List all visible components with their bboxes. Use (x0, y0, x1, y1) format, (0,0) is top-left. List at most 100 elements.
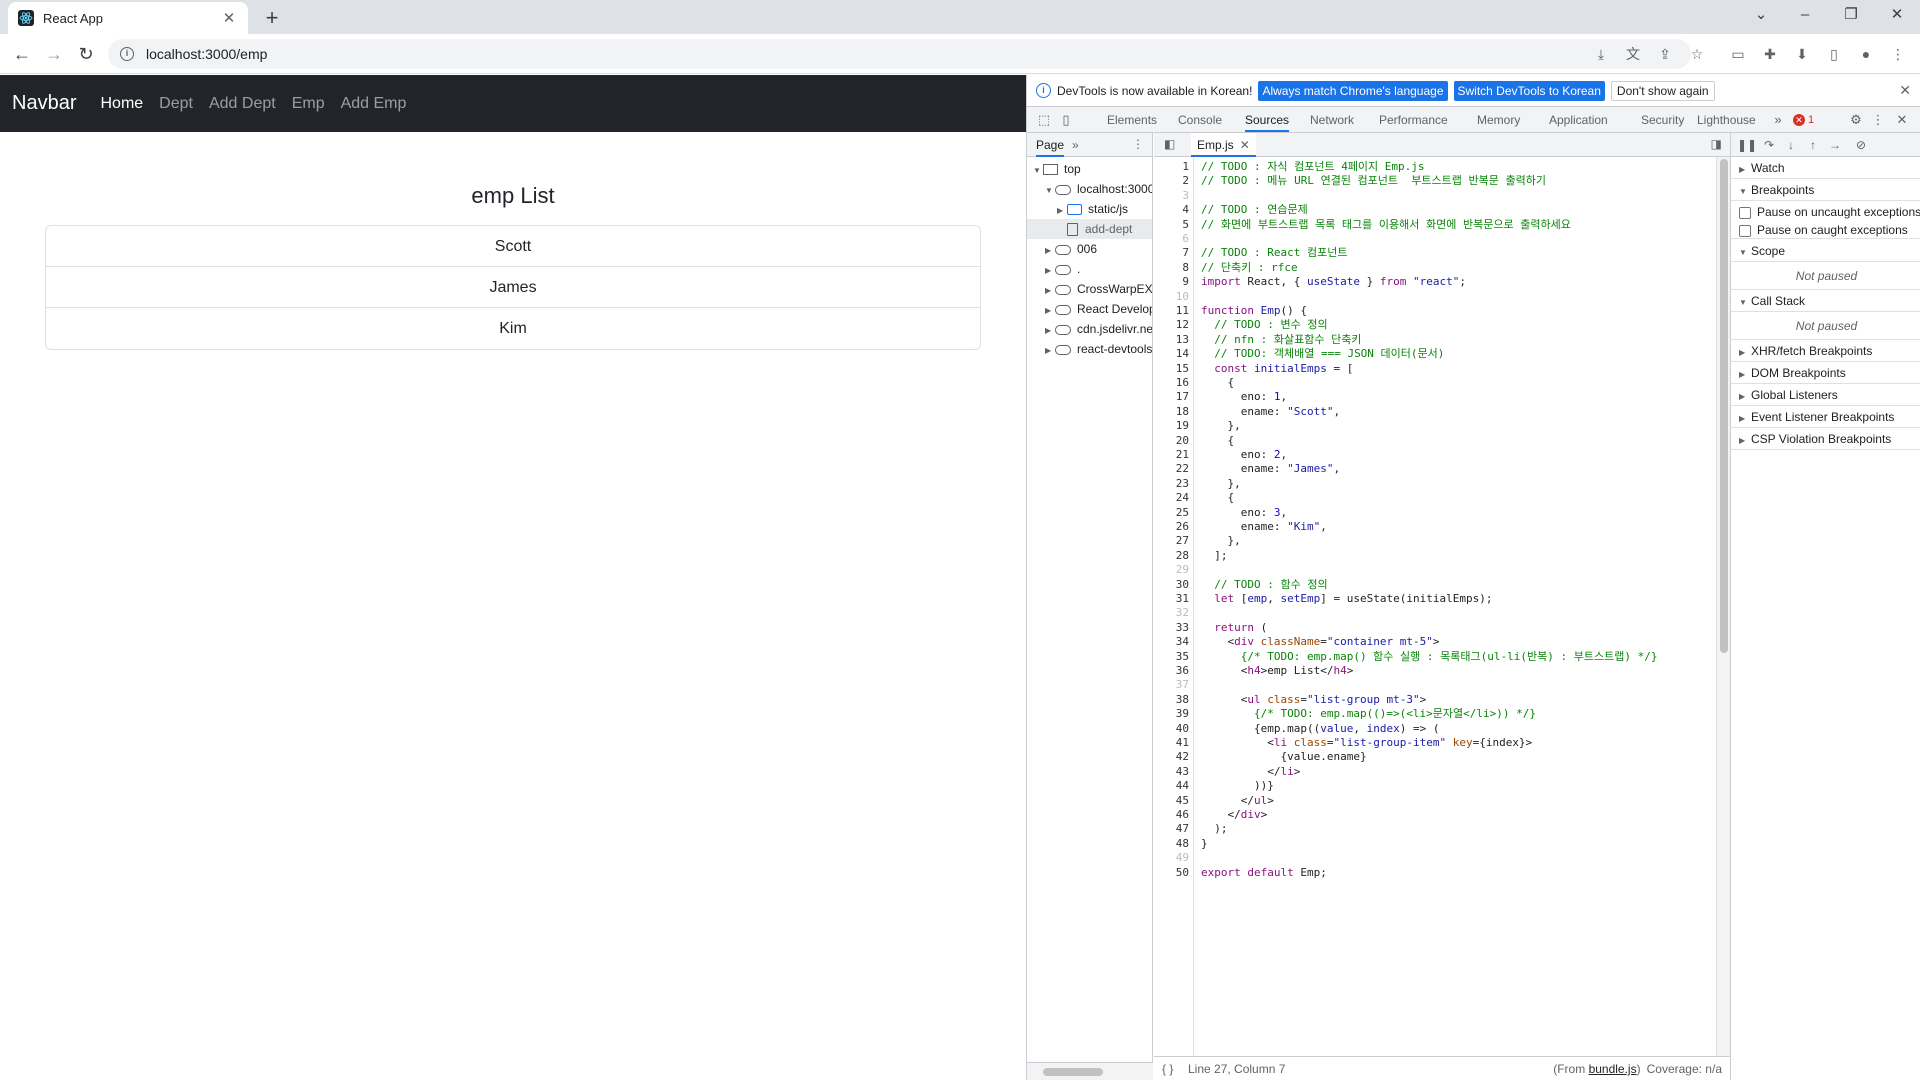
device-toolbar-icon[interactable]: ▯ (1062, 112, 1070, 127)
tree-item[interactable]: ▶React Develop (1027, 299, 1152, 319)
line-number[interactable]: 20 (1175, 433, 1189, 447)
line-number[interactable]: 25 (1175, 505, 1189, 519)
line-number[interactable]: 6 (1182, 232, 1189, 245)
expand-triangle-icon[interactable]: ▶ (1057, 206, 1064, 215)
expand-triangle-icon[interactable]: ▶ (1045, 346, 1052, 355)
toggle-debugger-icon[interactable]: ◨ (1710, 137, 1722, 151)
tree-item[interactable]: ▶CrossWarpEX (1027, 279, 1152, 299)
line-number[interactable]: 33 (1175, 620, 1189, 634)
navigator-hscrollbar[interactable] (1027, 1062, 1153, 1080)
line-number[interactable]: 19 (1175, 419, 1189, 433)
line-number[interactable]: 50 (1175, 865, 1189, 879)
expand-triangle-icon[interactable]: ▶ (1045, 246, 1052, 255)
nav-link-add-dept[interactable]: Add Dept (208, 94, 276, 112)
close-window-button[interactable]: ✕ (1890, 6, 1904, 23)
install-app-icon[interactable]: ⤓ (1597, 46, 1605, 62)
line-number[interactable]: 32 (1175, 606, 1189, 620)
line-number[interactable]: 22 (1175, 462, 1189, 476)
pause-uncaught-checkbox[interactable] (1739, 206, 1751, 219)
line-number[interactable]: 18 (1175, 404, 1189, 418)
nav-link-home[interactable]: Home (100, 94, 144, 112)
watch-pane-header[interactable]: ▶Watch (1731, 157, 1920, 179)
nav-link-add-emp[interactable]: Add Emp (340, 94, 407, 112)
navigator-tab-page[interactable]: Page (1036, 133, 1065, 157)
infobar-close-icon[interactable]: ✕ (1899, 82, 1911, 98)
error-count-badge[interactable]: ✕1 (1793, 113, 1814, 127)
site-info-icon[interactable]: i (120, 47, 134, 61)
chrome-menu-icon[interactable]: ⋮ (1891, 46, 1905, 62)
line-number[interactable]: 42 (1175, 750, 1189, 764)
navigator-menu-icon[interactable]: ⋮ (1132, 137, 1144, 151)
tree-item[interactable]: ▼top (1027, 159, 1152, 179)
line-number[interactable]: 28 (1175, 548, 1189, 562)
line-number[interactable]: 31 (1175, 592, 1189, 605)
line-number[interactable]: 24 (1175, 491, 1189, 505)
dom-breakpoints-header[interactable]: ▶DOM Breakpoints (1731, 362, 1920, 384)
tree-item[interactable]: ▶cdn.jsdelivr.ne (1027, 319, 1152, 339)
tree-item[interactable]: ▶static/js (1027, 199, 1152, 219)
deactivate-breakpoints-icon[interactable]: ⊘ (1855, 138, 1867, 152)
line-number[interactable]: 35 (1175, 649, 1189, 663)
editor-vscrollbar[interactable] (1716, 157, 1730, 1057)
tab-sources[interactable]: Sources (1245, 107, 1290, 132)
line-number[interactable]: 23 (1175, 476, 1189, 490)
pause-caught-option[interactable]: Pause on caught exceptions (1731, 221, 1920, 239)
line-number[interactable]: 36 (1175, 664, 1189, 677)
tree-item[interactable]: ▶. (1027, 259, 1152, 279)
pause-resume-icon[interactable]: ❚❚ (1737, 138, 1758, 152)
pause-caught-checkbox[interactable] (1739, 224, 1751, 237)
line-number[interactable]: 37 (1175, 678, 1189, 692)
devtools-menu-icon[interactable]: ⋮ (1871, 112, 1885, 127)
expand-triangle-icon[interactable]: ▶ (1045, 286, 1052, 295)
line-number[interactable]: 21 (1175, 448, 1189, 461)
line-number[interactable]: 46 (1175, 808, 1189, 821)
expand-triangle-icon[interactable]: ▶ (1045, 326, 1052, 335)
tab-lighthouse[interactable]: Lighthouse (1697, 113, 1756, 127)
line-number[interactable]: 17 (1175, 390, 1189, 404)
line-number[interactable]: 26 (1175, 520, 1189, 533)
downloads-icon[interactable]: ⬇ (1796, 46, 1808, 62)
close-file-tab-icon[interactable]: ✕ (1239, 138, 1250, 152)
step-out-icon[interactable]: ↑ (1810, 138, 1816, 152)
tab-console[interactable]: Console (1178, 113, 1223, 127)
tab-performance[interactable]: Performance (1379, 113, 1448, 127)
browser-tab[interactable]: React App ✕ (8, 2, 248, 34)
toggle-navigator-icon[interactable]: ◧ (1164, 137, 1176, 151)
line-number[interactable]: 5 (1182, 217, 1189, 231)
tree-item[interactable]: add-dept (1027, 219, 1152, 239)
editor-tab-emp-js[interactable]: Emp.js✕ (1191, 133, 1256, 157)
line-number[interactable]: 44 (1175, 779, 1189, 793)
expand-triangle-icon[interactable]: ▶ (1045, 306, 1052, 315)
tree-item[interactable]: ▼localhost:3000 (1027, 179, 1152, 199)
profile-avatar[interactable]: ● (1861, 46, 1871, 62)
line-number[interactable]: 4 (1182, 203, 1189, 217)
pause-uncaught-option[interactable]: Pause on uncaught exceptions (1731, 203, 1920, 221)
line-number[interactable]: 41 (1175, 736, 1189, 749)
match-language-button[interactable]: Always match Chrome's language (1258, 80, 1448, 101)
line-number[interactable]: 3 (1182, 188, 1189, 202)
translate-icon[interactable]: 文 (1626, 46, 1640, 62)
nav-link-dept[interactable]: Dept (159, 94, 193, 112)
nav-link-emp[interactable]: Emp (291, 94, 325, 112)
more-navigator-tabs-icon[interactable]: » (1072, 137, 1079, 152)
reload-button[interactable]: ↻ (78, 44, 94, 64)
line-number[interactable]: 9 (1182, 275, 1189, 289)
forward-button[interactable]: → (45, 44, 63, 64)
expand-triangle-icon[interactable]: ▶ (1045, 266, 1052, 275)
line-number[interactable]: 1 (1182, 160, 1189, 173)
tree-item[interactable]: ▶react-devtools (1027, 339, 1152, 359)
scroll-thumb[interactable] (1043, 1068, 1103, 1076)
dont-show-again-button[interactable]: Don't show again (1610, 80, 1715, 101)
line-number[interactable]: 29 (1175, 563, 1189, 577)
settings-gear-icon[interactable]: ⚙ (1850, 112, 1862, 127)
line-number[interactable]: 13 (1175, 332, 1189, 346)
call-stack-pane-header[interactable]: ▼Call Stack (1731, 290, 1920, 312)
side-panel-icon[interactable]: ▯ (1830, 46, 1838, 62)
line-number[interactable]: 16 (1175, 376, 1189, 389)
line-number[interactable]: 43 (1175, 764, 1189, 778)
line-number[interactable]: 40 (1175, 721, 1189, 735)
step-into-icon[interactable]: ↓ (1788, 138, 1794, 152)
extensions-icon[interactable]: ✚ (1764, 46, 1776, 62)
tab-memory[interactable]: Memory (1477, 113, 1521, 127)
